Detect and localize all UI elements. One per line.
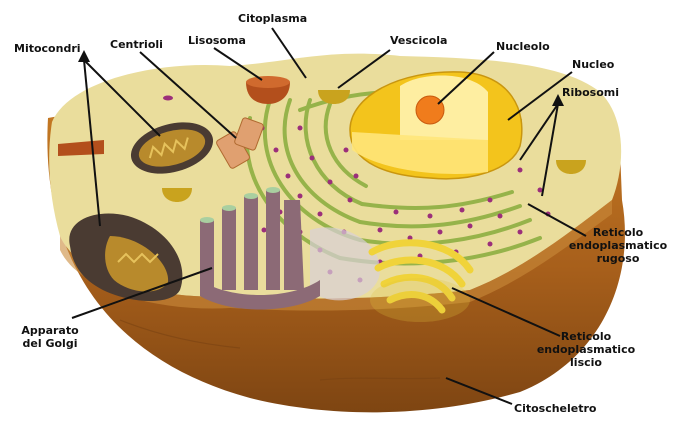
label-centrioli: Centrioli — [110, 38, 163, 51]
label-golgi: Apparato del Golgi — [14, 324, 86, 350]
label-nucleo: Nucleo — [572, 58, 614, 71]
label-mitocondri: Mitocondri — [14, 42, 81, 55]
label-vescicola: Vescicola — [390, 34, 447, 47]
label-citoplasma: Citoplasma — [238, 12, 307, 25]
label-ser-line1: Reticolo — [536, 330, 636, 343]
golgi-shadow — [370, 278, 470, 322]
label-rer-line2: endoplasmatico — [568, 239, 668, 252]
label-ser-line2: endoplasmatico — [536, 343, 636, 356]
label-ribosomi: Ribosomi — [562, 86, 619, 99]
label-rer: Reticolo endoplasmatico rugoso — [568, 226, 668, 265]
label-ser-line3: liscio — [536, 356, 636, 369]
label-rer-line1: Reticolo — [568, 226, 668, 239]
label-golgi-line1: Apparato — [14, 324, 86, 337]
label-lisosoma: Lisosoma — [188, 34, 246, 47]
label-citoscheletro: Citoscheletro — [514, 402, 597, 415]
label-rer-line3: rugoso — [568, 252, 668, 265]
label-golgi-line2: del Golgi — [14, 337, 86, 350]
label-nucleolo: Nucleolo — [496, 40, 550, 53]
label-ser: Reticolo endoplasmatico liscio — [536, 330, 636, 369]
